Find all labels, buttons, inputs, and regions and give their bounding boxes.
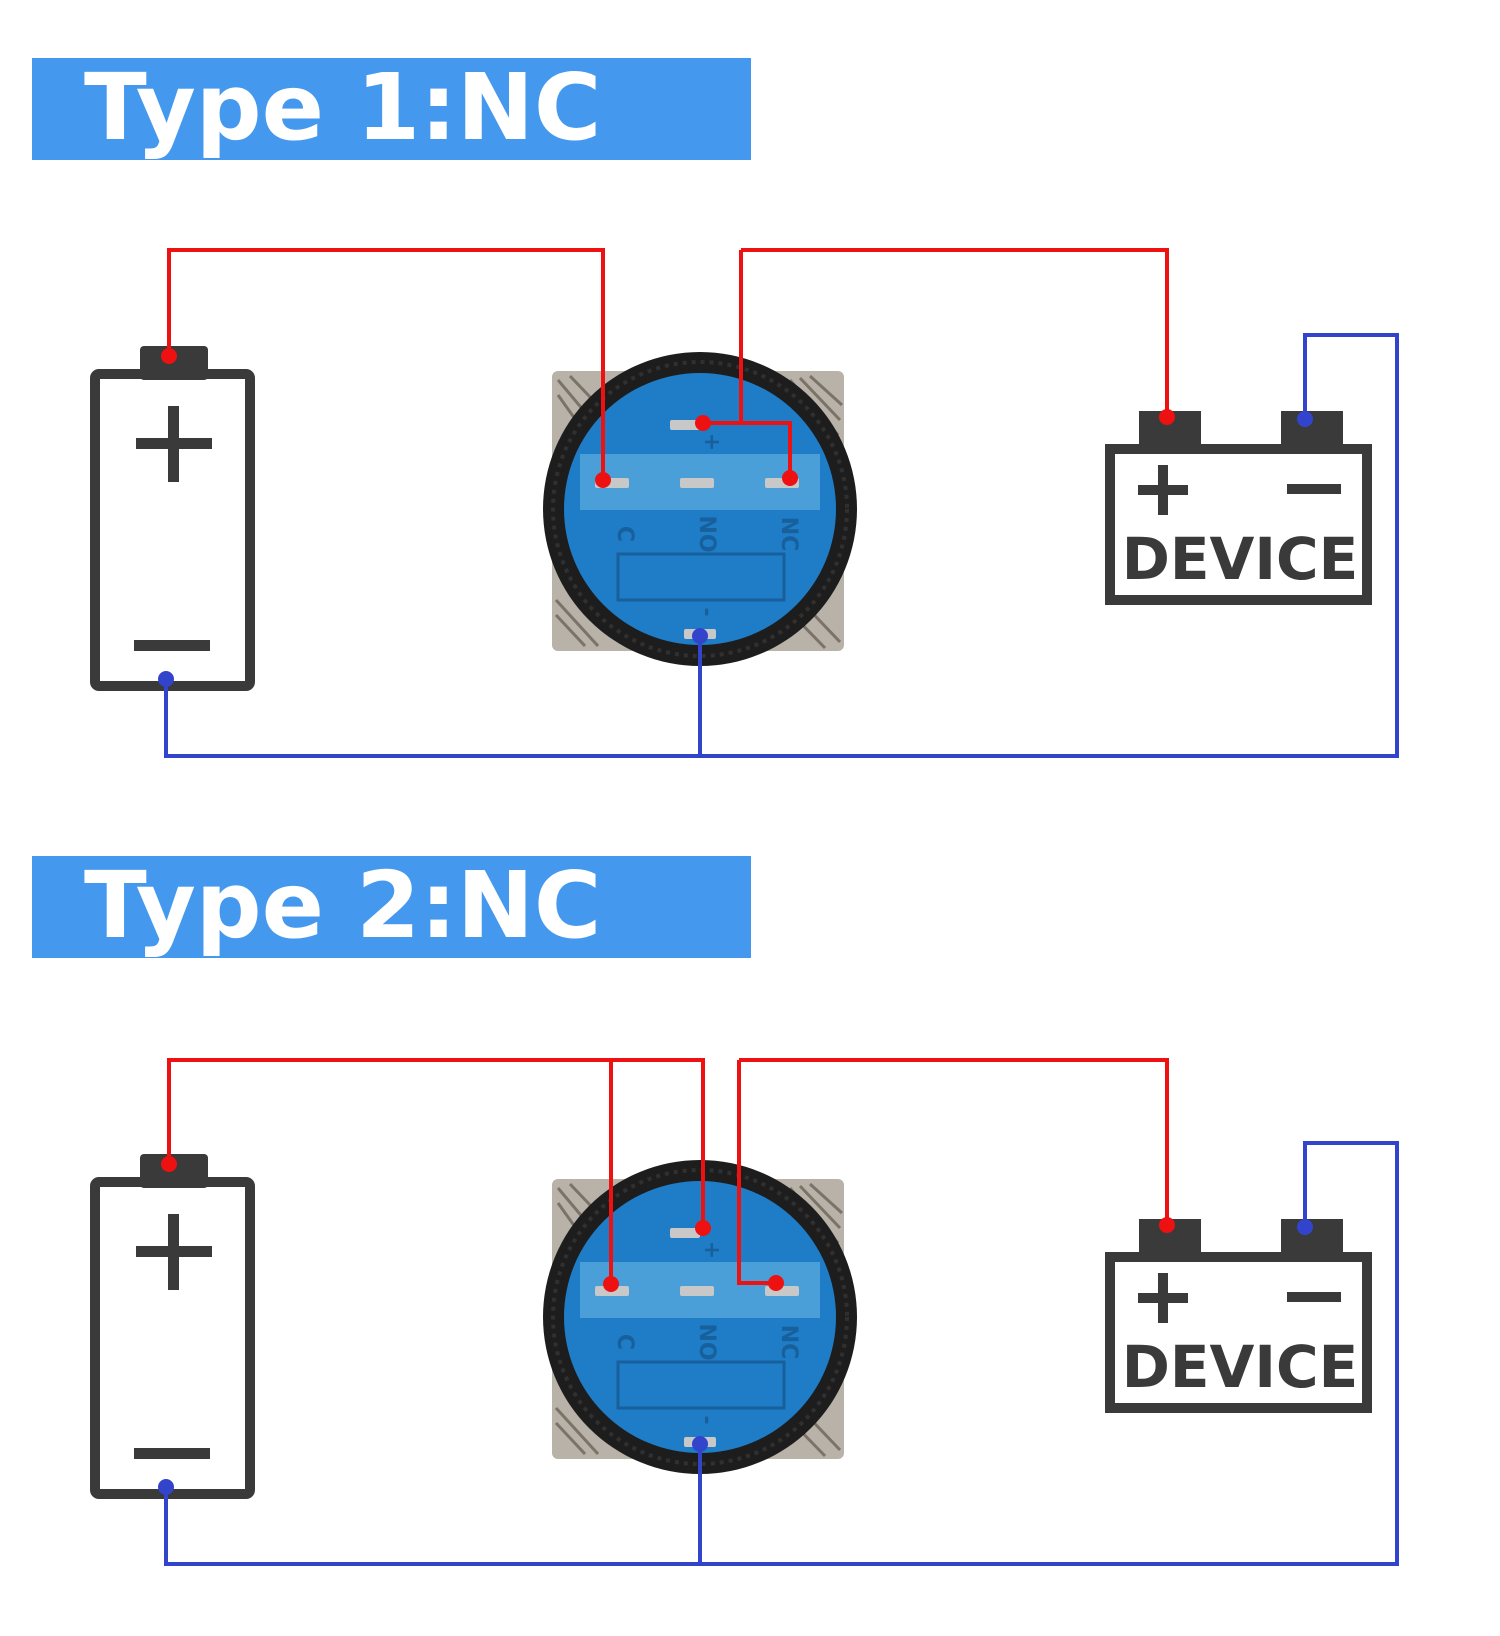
type2-negative-wires xyxy=(164,1141,1399,1566)
type2-switch-minus-label: - xyxy=(694,1415,719,1424)
type2-diagram: + C NO NC - DEVICE xyxy=(95,1058,1399,1566)
type1-switch-c-label: C xyxy=(612,526,637,542)
type2-connection-dots xyxy=(158,1156,1313,1495)
type2-switch: + C NO NC - xyxy=(541,1158,859,1476)
type1-connection-dots xyxy=(158,348,1313,687)
type1-switch-body xyxy=(541,350,859,668)
type2-switch-plus-label: + xyxy=(699,1241,724,1259)
type1-switch: + C NO NC - xyxy=(541,350,859,668)
type1-battery xyxy=(95,346,250,686)
type2-switch-c-label: C xyxy=(612,1334,637,1350)
type1-diagram: + C NO NC - DEVICE xyxy=(95,248,1399,758)
type2-positive-wires xyxy=(167,1058,1169,1285)
type1-title: Type 1:NC xyxy=(84,54,602,161)
type1-device: DEVICE xyxy=(1110,411,1367,600)
type2-switch-body xyxy=(541,1158,859,1476)
type1-switch-no-label: NO xyxy=(694,515,719,552)
type2-battery xyxy=(95,1154,250,1494)
type1-switch-minus-label: - xyxy=(694,607,719,616)
type1-switch-nc-label: NC xyxy=(776,517,801,552)
type1-switch-plus-label: + xyxy=(699,433,724,451)
type1-title-banner: Type 1:NC xyxy=(32,54,751,161)
type2-device: DEVICE xyxy=(1110,1219,1367,1408)
type1-positive-wires xyxy=(167,248,1169,480)
type1-device-label: DEVICE xyxy=(1122,525,1358,593)
type2-switch-no-label: NO xyxy=(694,1323,719,1360)
type1-negative-wires xyxy=(164,333,1399,758)
type2-device-label: DEVICE xyxy=(1122,1333,1358,1401)
type2-title: Type 2:NC xyxy=(84,852,602,959)
type2-switch-nc-label: NC xyxy=(776,1325,801,1360)
type2-title-banner: Type 2:NC xyxy=(32,852,751,959)
